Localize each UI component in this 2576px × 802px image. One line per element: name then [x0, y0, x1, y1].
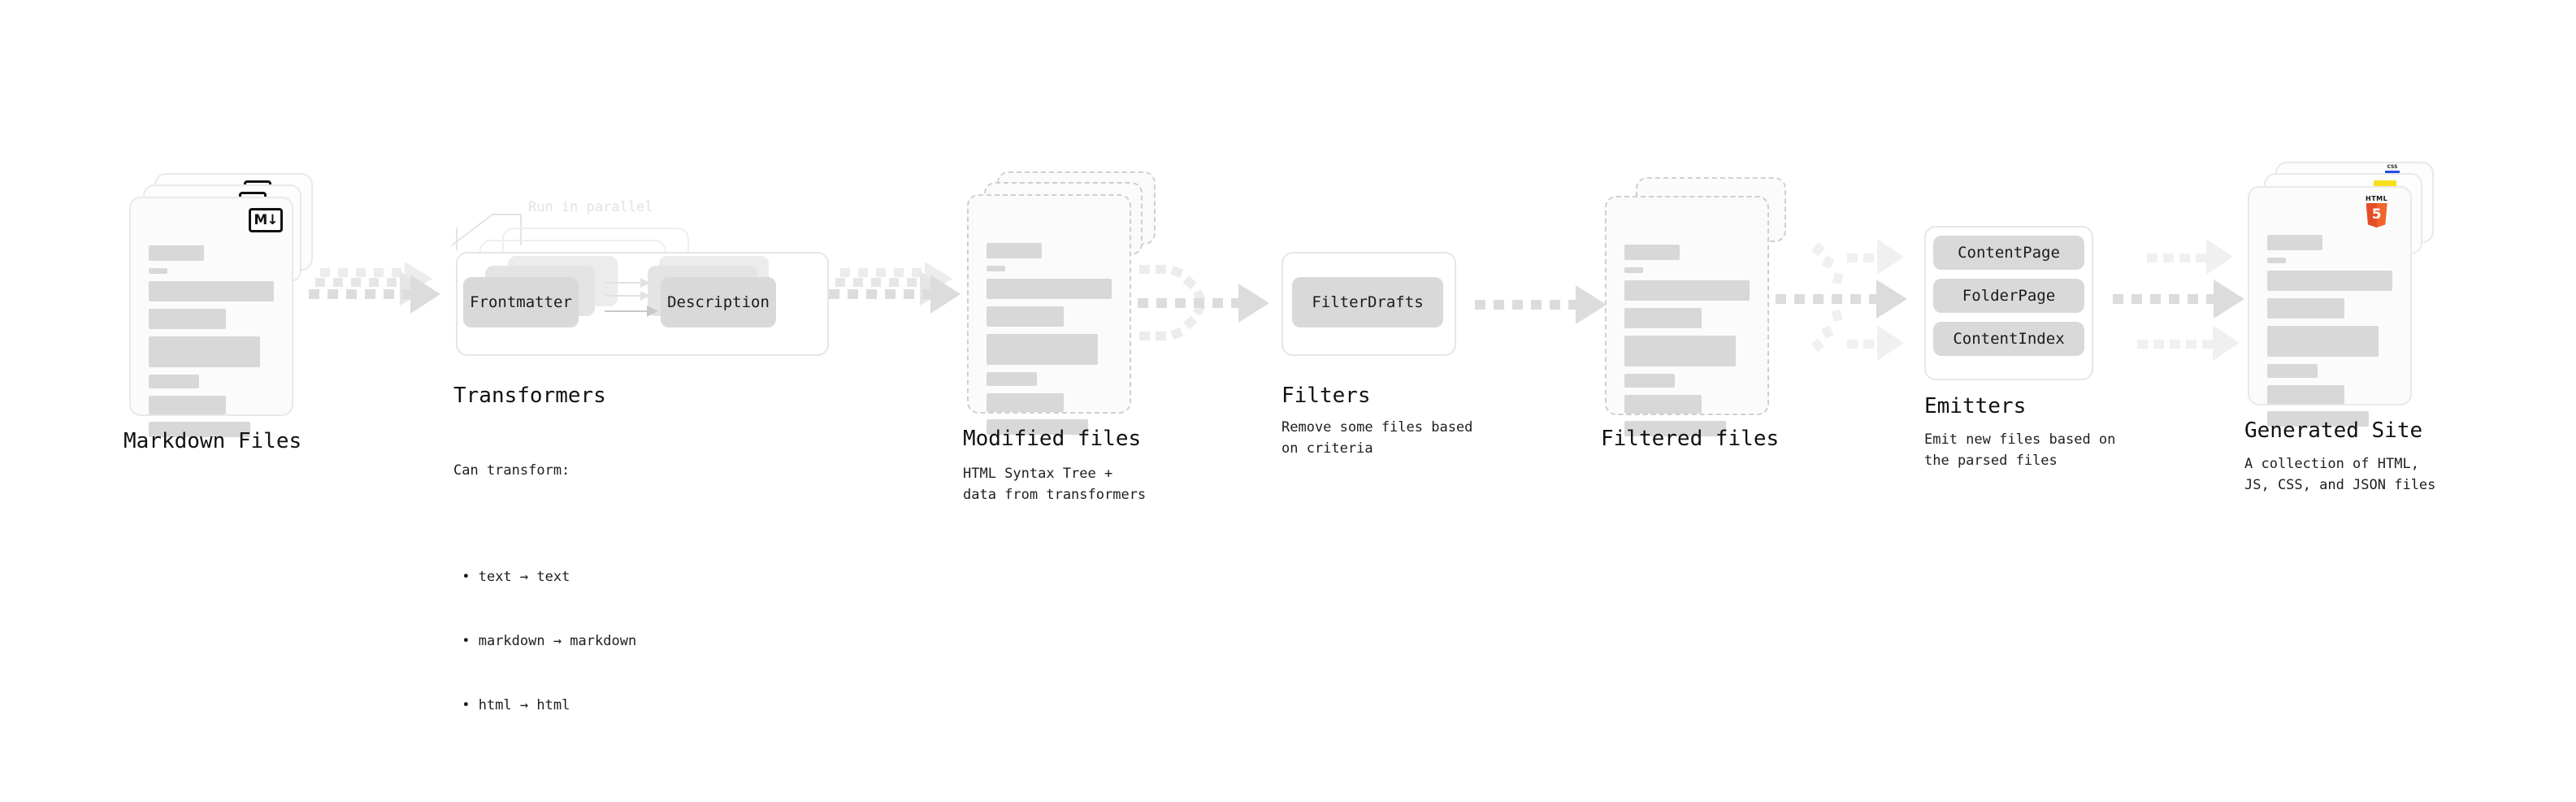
html5-icon: HTML 5 [2366, 196, 2387, 228]
arrow-emitters-to-site [2113, 239, 2244, 361]
emitter-chip-contentindex[interactable]: ContentIndex [1933, 322, 2084, 356]
generated-site-subtitle: A collection of HTML, JS, CSS, and JSON … [2244, 456, 2436, 494]
filtered-file-card-front [1605, 196, 1769, 436]
filtered-file-content-lines [1624, 245, 1750, 444]
generated-file-card-front: HTML 5 [2248, 186, 2412, 427]
generated-file-content-lines [2267, 235, 2392, 434]
transformers-bullet-1: • markdown → markdown [453, 633, 637, 650]
transformer-chip-description[interactable]: Description [661, 277, 776, 327]
arrow-filters-to-filtered [1475, 285, 1607, 324]
emitters-subtitle: Emit new files based on the parsed files [1924, 431, 2116, 470]
transformers-bullet-2: • html → html [453, 697, 570, 714]
markdown-file-card-front: M↓ [129, 197, 293, 437]
markdown-icon: M↓ [249, 208, 283, 232]
transformers-bullet-list: • text → text • markdown → markdown • ht… [453, 524, 636, 760]
transformers-subtitle-lead: Can transform: [453, 462, 570, 479]
modified-files-title: Modified files [963, 427, 1142, 451]
arrow-markdown-to-transformers [309, 262, 440, 314]
modified-file-card-front [967, 194, 1131, 435]
transformers-bullet-0: • text → text [453, 569, 570, 586]
arrow-transformers-to-modified [829, 262, 961, 314]
run-in-parallel-note: Run in parallel [528, 199, 653, 215]
modified-files-subtitle: HTML Syntax Tree + data from transformer… [963, 466, 1147, 504]
transformer-chip-frontmatter[interactable]: Frontmatter [463, 277, 579, 327]
markdown-files-title: Markdown Files [124, 429, 302, 453]
modified-file-content-lines [987, 243, 1112, 442]
filters-subtitle: Remove some files based on criteria [1281, 419, 1473, 457]
generated-site-title: Generated Site [2244, 418, 2423, 443]
arrow-frontmatter-to-description [605, 278, 658, 317]
transformers-subtitle: Can transform: • text → text • markdown … [453, 417, 636, 802]
transformers-title: Transformers [453, 384, 606, 408]
emitters-title: Emitters [1924, 394, 2027, 418]
arrow-modified-to-filters [1138, 265, 1269, 340]
emitter-chip-folderpage[interactable]: FolderPage [1933, 279, 2084, 313]
filters-title: Filters [1281, 384, 1371, 408]
filter-chip-filterdrafts[interactable]: FilterDrafts [1292, 277, 1443, 327]
markdown-file-content-lines [149, 245, 274, 444]
filtered-files-title: Filtered files [1601, 427, 1780, 451]
emitter-chip-contentpage[interactable]: ContentPage [1933, 236, 2084, 270]
run-in-parallel-leader [451, 214, 522, 250]
css-icon: CSS [2385, 165, 2400, 173]
pipeline-diagram: M↓ M↓ M↓ Markdown Files [0, 0, 2576, 681]
arrow-filtered-to-emitters [1776, 239, 1907, 361]
